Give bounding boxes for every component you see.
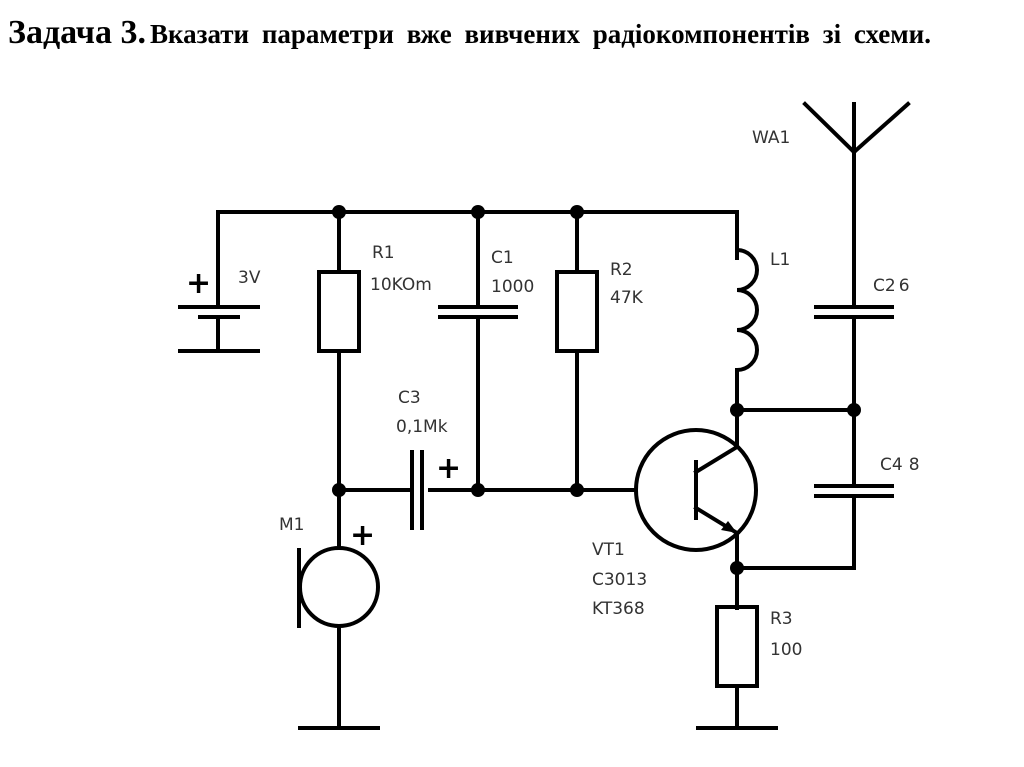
resistor-r3: R3 100	[696, 605, 802, 730]
r1-name: R1	[372, 243, 395, 263]
junction-dot	[730, 403, 744, 417]
c3-value: 0,1Mk	[396, 417, 448, 437]
battery-3v: + 3V	[178, 266, 261, 353]
m1-plus-sign: +	[350, 518, 375, 553]
battery-label: 3V	[238, 268, 261, 288]
junction-dot	[332, 205, 346, 219]
antenna-name: WA1	[752, 128, 790, 148]
transistor-vt1: VT1 C3013	[592, 408, 758, 610]
c1-value: 1000	[491, 277, 534, 297]
junction-dots	[332, 205, 861, 575]
capacitor-c3: + C3 0,1Mk	[396, 388, 461, 530]
junction-dot	[570, 205, 584, 219]
r3-value: 100	[770, 640, 802, 660]
emitter-arrow-icon	[721, 521, 737, 533]
junction-dot	[471, 483, 485, 497]
m1-name: M1	[279, 515, 304, 535]
r3-name: R3	[770, 609, 793, 629]
microphone-m1: + M1	[279, 488, 380, 730]
c3-name: C3	[398, 388, 421, 408]
junction-dot	[570, 483, 584, 497]
junction-dot	[471, 205, 485, 219]
antenna-wa1: WA1	[752, 101, 911, 155]
c3-plus-sign: +	[436, 451, 461, 486]
task-description: Вказати параметри вже вивчених радіокомп…	[149, 19, 931, 49]
l1-name: L1	[770, 250, 790, 270]
c1-name: C1	[491, 248, 514, 268]
vt1-part1: C3013	[592, 570, 647, 590]
vt1-name: VT1	[592, 540, 625, 560]
page-heading: Задача 3. Вказати параметри вже вивчених…	[8, 12, 1018, 60]
r2-value: 47K	[610, 288, 644, 308]
resistor-r1: R1 10KOm	[317, 210, 432, 492]
battery-plus-sign: +	[186, 266, 211, 301]
junction-dot	[332, 483, 346, 497]
vt1-part2: KT368	[592, 599, 645, 619]
r2-name: R2	[610, 260, 633, 280]
task-number: Задача 3.	[8, 14, 146, 51]
r1-value: 10KOm	[370, 275, 432, 295]
capacitor-c1: C1 1000	[438, 210, 534, 492]
junction-dot	[730, 561, 744, 575]
resistor-r2: R2 47K	[555, 210, 644, 492]
junction-dot	[847, 403, 861, 417]
